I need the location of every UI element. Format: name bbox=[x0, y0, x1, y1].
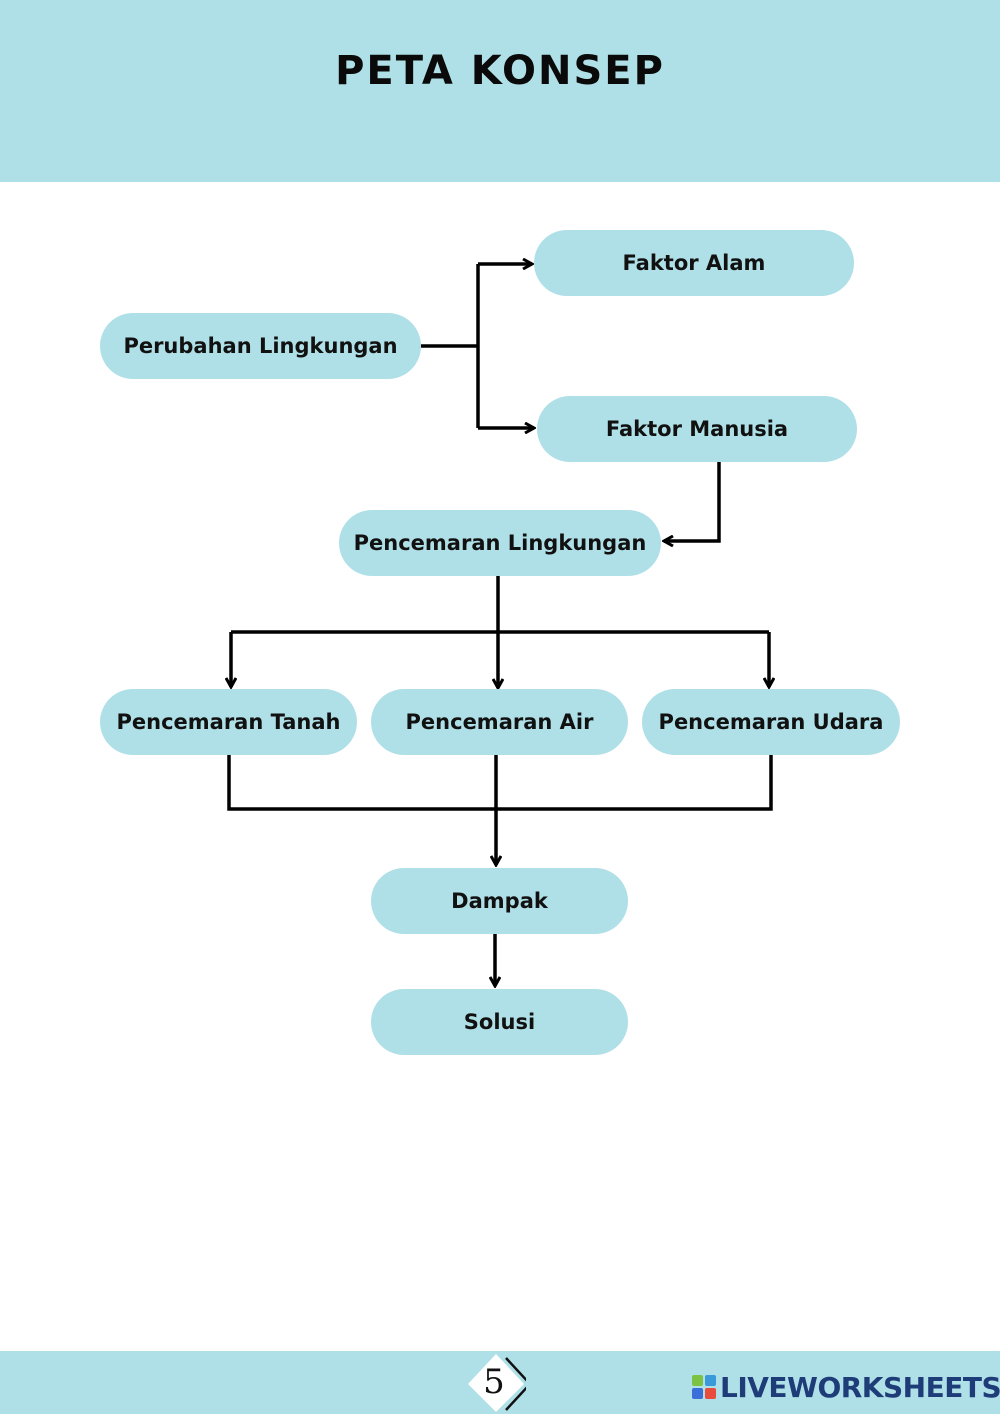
brand-text: LIVEWORKSHEETS bbox=[720, 1370, 1000, 1404]
page-number-badge-icon bbox=[468, 1354, 526, 1412]
node-solusi: Solusi bbox=[371, 989, 628, 1055]
node-pencemaran-lingkungan: Pencemaran Lingkungan bbox=[339, 510, 661, 576]
node-faktor-manusia: Faktor Manusia bbox=[537, 396, 857, 462]
node-pencemaran-air: Pencemaran Air bbox=[371, 689, 628, 755]
arrow-to-pencemaran bbox=[664, 461, 721, 541]
brand[interactable]: LIVEWORKSHEETS bbox=[692, 1370, 1000, 1404]
liveworksheets-logo-icon bbox=[692, 1375, 716, 1399]
node-dampak: Dampak bbox=[371, 868, 628, 934]
node-pencemaran-udara: Pencemaran Udara bbox=[642, 689, 900, 755]
header-band bbox=[0, 0, 1000, 182]
page-title: PETA KONSEP bbox=[335, 48, 665, 94]
node-perubahan-lingkungan: Perubahan Lingkungan bbox=[100, 313, 421, 379]
page-number: 5 bbox=[483, 1362, 505, 1402]
node-faktor-alam: Faktor Alam bbox=[534, 230, 854, 296]
node-pencemaran-tanah: Pencemaran Tanah bbox=[100, 689, 357, 755]
line-merge bbox=[227, 754, 773, 811]
